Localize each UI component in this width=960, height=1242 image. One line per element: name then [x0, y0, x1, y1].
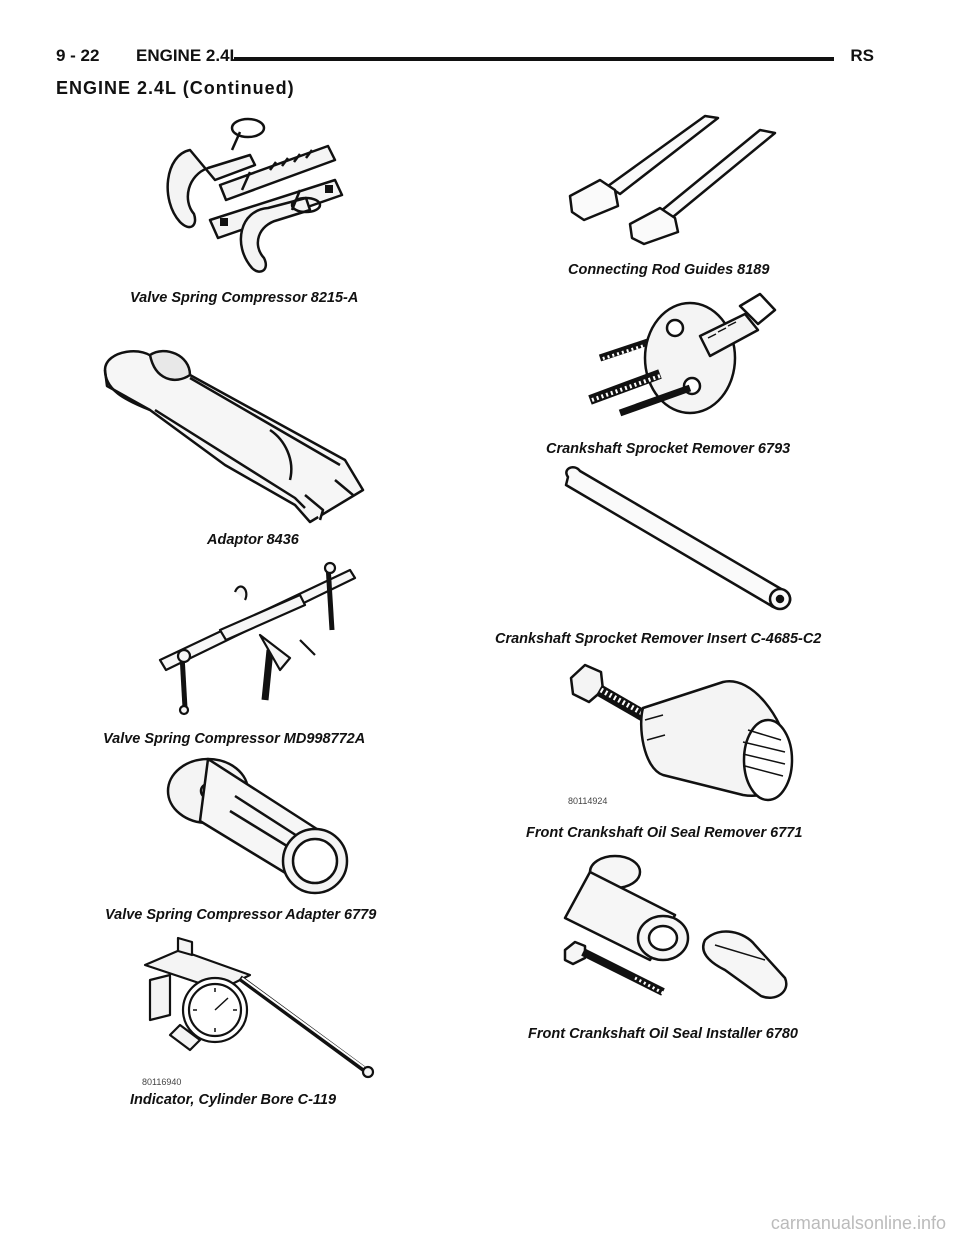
header-rule — [234, 57, 834, 61]
figure-id-stamp: 80116940 — [142, 1077, 182, 1087]
adaptor-illustration — [103, 349, 365, 524]
figure-caption: Front Crankshaft Oil Seal Remover 6771 — [526, 825, 803, 841]
valve-spring-compressor-md-illustration — [158, 561, 357, 716]
figure-caption: Adaptor 8436 — [207, 532, 299, 548]
figure-caption: Connecting Rod Guides 8189 — [568, 262, 770, 278]
valve-spring-compressor-illustration — [166, 117, 344, 273]
model-code: RS — [850, 46, 874, 65]
valve-spring-compressor-adapter-illustration — [166, 757, 349, 895]
figure-caption: Crankshaft Sprocket Remover Insert C-468… — [495, 631, 822, 647]
figure-caption: Crankshaft Sprocket Remover 6793 — [546, 441, 791, 457]
figure-adaptor-8436 — [95, 340, 375, 530]
figure-oil-seal-installer — [555, 850, 805, 1010]
crankshaft-sprocket-remover-illustration — [588, 292, 777, 417]
oil-seal-installer-illustration — [563, 854, 788, 999]
figure-caption: Valve Spring Compressor MD998772A — [103, 731, 366, 747]
section-subheader: ENGINE 2.4L (Continued) — [56, 78, 295, 98]
figure-oil-seal-remover — [563, 660, 803, 810]
figure-valve-spring-compressor-adapter — [160, 756, 360, 896]
connecting-rod-guides-illustration — [568, 114, 777, 246]
figure-caption: Indicator, Cylinder Bore C-119 — [130, 1092, 337, 1108]
cylinder-bore-indicator-illustration — [143, 936, 375, 1079]
sprocket-remover-insert-illustration — [564, 466, 792, 611]
section-title: ENGINE 2.4L — [136, 46, 240, 65]
figure-caption: Valve Spring Compressor Adapter 6779 — [105, 907, 377, 923]
figure-sprocket-remover-insert — [560, 465, 800, 615]
figure-caption: Front Crankshaft Oil Seal Installer 6780 — [528, 1026, 798, 1042]
figure-id-stamp: 80114924 — [568, 796, 608, 806]
figure-valve-spring-compressor-md998772a — [150, 560, 360, 720]
page-number: 9 - 22 — [56, 46, 100, 65]
figure-connecting-rod-guides — [560, 108, 810, 248]
watermark: carmanualsonline.info — [770, 1213, 946, 1233]
oil-seal-remover-illustration — [569, 663, 794, 802]
figure-cylinder-bore-indicator — [140, 930, 380, 1080]
figure-crankshaft-sprocket-remover — [580, 288, 780, 423]
figure-valve-spring-compressor-8215a — [160, 110, 360, 280]
page-header: 9 - 22 ENGINE 2.4L RS — [56, 46, 874, 72]
figure-caption: Valve Spring Compressor 8215-A — [130, 290, 359, 306]
